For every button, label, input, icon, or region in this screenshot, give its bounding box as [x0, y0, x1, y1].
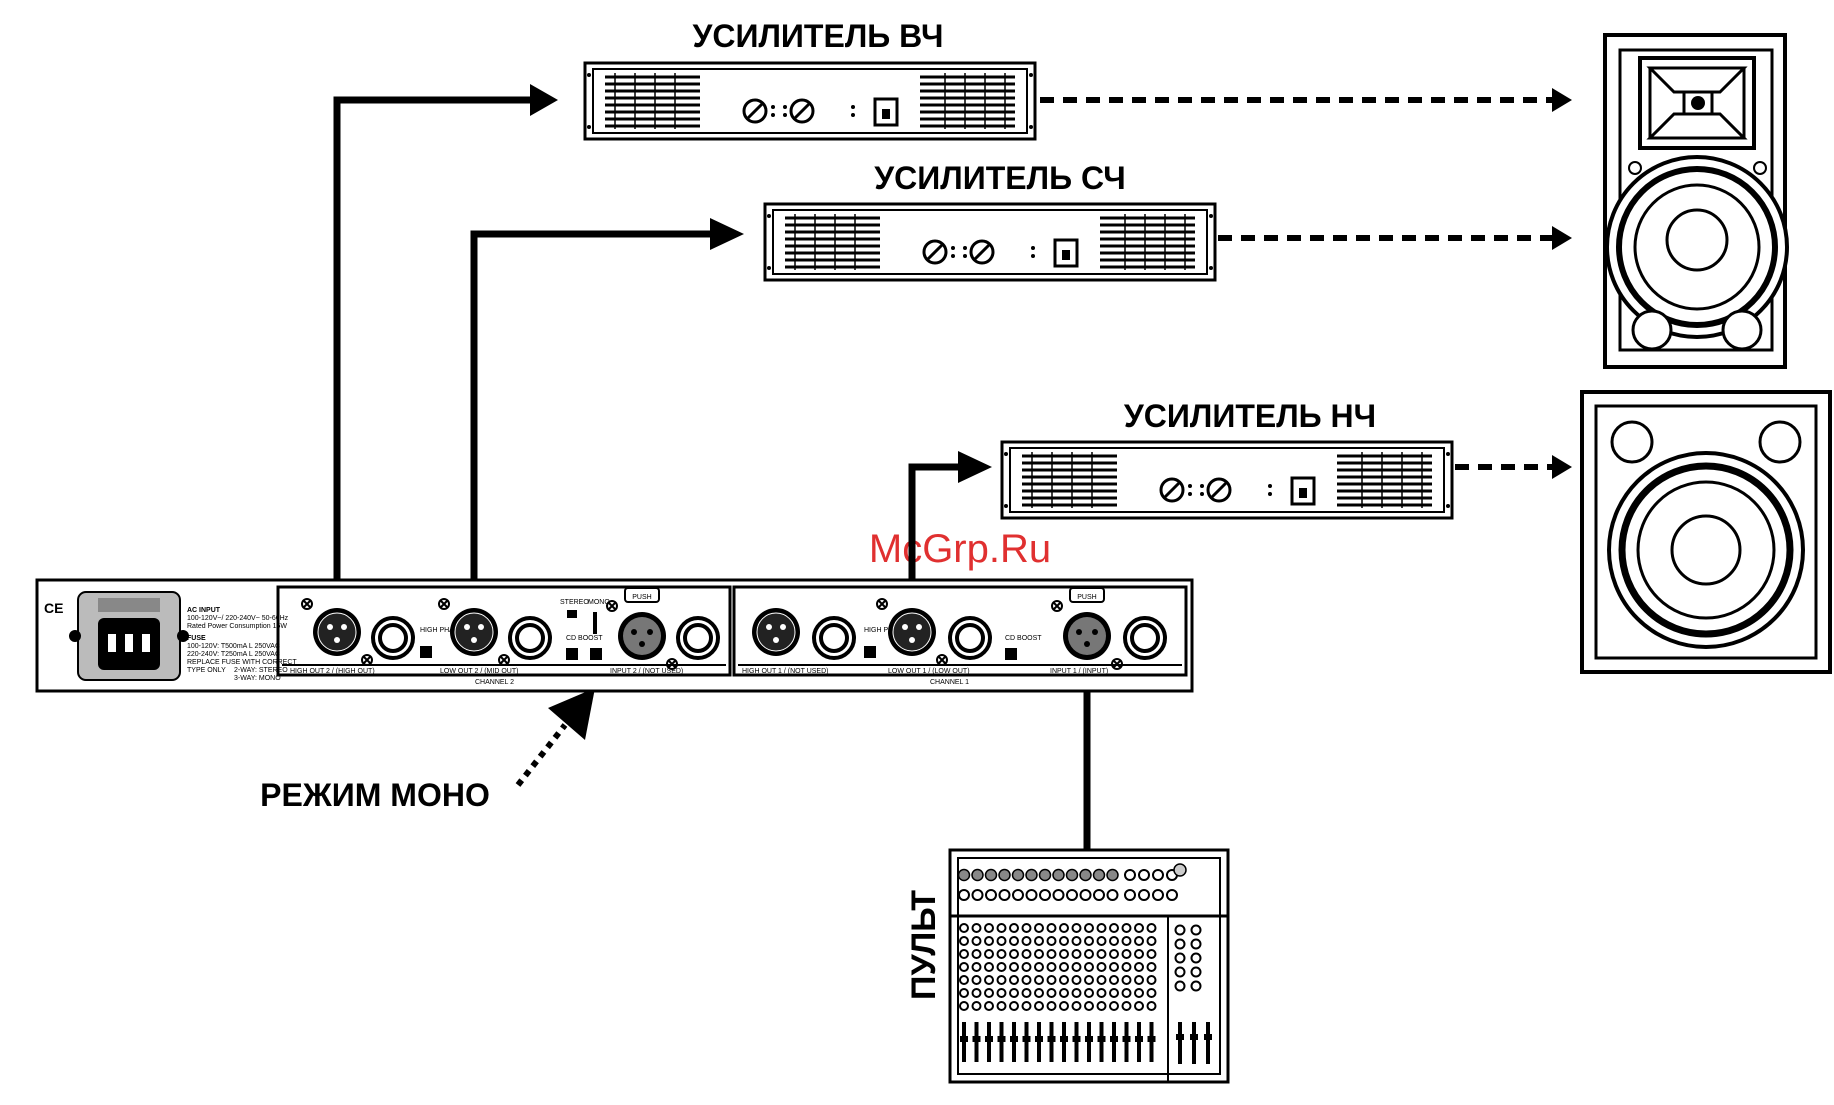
push-label-1: PUSH: [1077, 594, 1096, 601]
input-1-label: INPUT 1 / (INPUT): [1050, 668, 1108, 675]
high-phase-2-label: HIGH PHASE: [420, 627, 464, 634]
input-1-jack[interactable]: [1123, 616, 1167, 660]
cd-boost-2-switch[interactable]: [566, 648, 578, 660]
mono-label: MONO: [588, 599, 610, 606]
amp-high-label: УСИЛИТЕЛЬ ВЧ: [692, 18, 943, 54]
cd-boost-1-switch[interactable]: [1005, 648, 1017, 660]
speaker-top: [1603, 33, 1789, 369]
stereo-mono-switch[interactable]: [567, 610, 577, 618]
input-2-label: INPUT 2 / (NOT USED): [610, 668, 683, 675]
power-inlet: [69, 591, 189, 681]
amp-high: [583, 61, 1037, 141]
mode-line-2: 3-WAY: MONO: [234, 675, 281, 682]
ce-mark: CE: [44, 600, 63, 616]
fuse-line-4: TYPE ONLY: [187, 667, 226, 674]
low-out-2-jack[interactable]: [508, 616, 552, 660]
high-phase-2-switch[interactable]: [420, 646, 432, 658]
fuse-line-1: 100-120V: T500mA L 250VAC: [187, 643, 280, 650]
ac-input-line-1: 100-120V~/ 220-240V~ 50-60Hz: [187, 615, 289, 622]
fuse-line-3: REPLACE FUSE WITH CORRECT: [187, 659, 297, 666]
crossover-rear-panel: CE AC INPUT 100-120V~/ 220-240V~ 50-60Hz…: [35, 578, 1194, 693]
input-2-jack[interactable]: [676, 616, 720, 660]
stereo-label: STEREO: [560, 599, 589, 606]
mode-line-1: 2-WAY: STEREO: [234, 667, 288, 674]
high-out-1-connector[interactable]: [751, 607, 801, 657]
mixer-console: [948, 848, 1230, 1084]
fuse-title: FUSE: [187, 635, 206, 642]
amp-mid-label: УСИЛИТЕЛЬ СЧ: [874, 160, 1126, 196]
push-label-2: PUSH: [632, 594, 651, 601]
low-out-1-connector[interactable]: [887, 607, 937, 657]
high-out-2-label: HIGH OUT 2 / (HIGH OUT): [290, 668, 375, 675]
high-out-1-jack[interactable]: [812, 616, 856, 660]
ac-input-title: AC INPUT: [187, 607, 221, 614]
mixer-label: ПУЛЬТ: [905, 890, 943, 1000]
high-out-1-label: HIGH OUT 1 / (NOT USED): [742, 668, 828, 675]
cd-boost-2-label: CD BOOST: [566, 635, 603, 642]
low-out-2-connector[interactable]: [449, 607, 499, 657]
input-2-connector[interactable]: PUSH: [618, 587, 666, 660]
low-out-2-label: LOW OUT 2 / (MID OUT): [440, 668, 518, 675]
fuse-line-2: 220-240V: T250mA L 250VAC: [187, 651, 280, 658]
cd-boost-1-label: CD BOOST: [1005, 635, 1042, 642]
ac-input-line-2: Rated Power Consumption 15W: [187, 623, 287, 630]
speaker-bottom: [1580, 390, 1832, 674]
channel-1-label: CHANNEL 1: [930, 679, 969, 686]
watermark: McGrp.Ru: [869, 527, 1051, 571]
mono-mode-label: РЕЖИМ МОНО: [260, 777, 490, 813]
low-out-1-label: LOW OUT 1 / (LOW OUT): [888, 668, 970, 675]
high-out-2-connector[interactable]: [312, 607, 362, 657]
high-phase-1-label: HIGH PHASE: [864, 627, 908, 634]
amp-low: [1000, 440, 1454, 520]
high-phase-1-switch[interactable]: [864, 646, 876, 658]
input-1-connector[interactable]: PUSH: [1063, 587, 1111, 660]
amp-low-label: УСИЛИТЕЛЬ НЧ: [1124, 398, 1376, 434]
channel-2-label: CHANNEL 2: [475, 679, 514, 686]
high-out-2-jack[interactable]: [371, 616, 415, 660]
amp-mid: [763, 202, 1217, 282]
low-out-1-jack[interactable]: [948, 616, 992, 660]
